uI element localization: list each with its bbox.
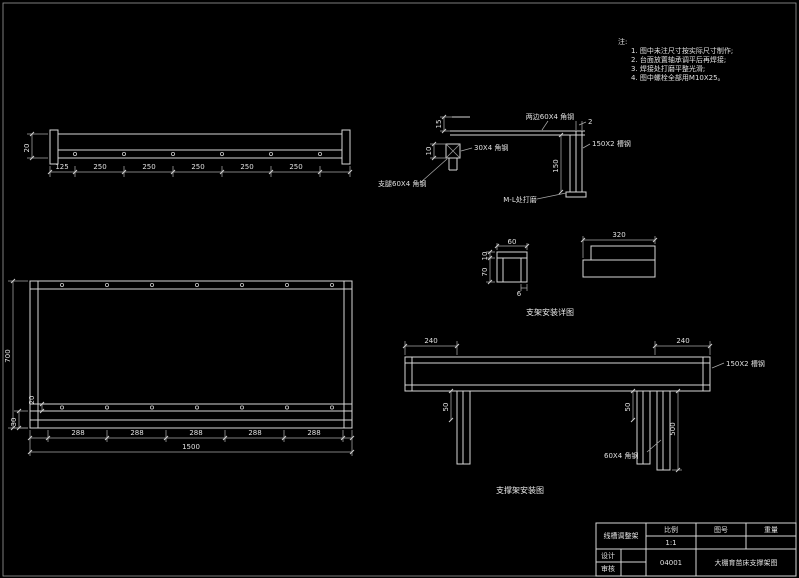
dim-20-label: 20 (23, 144, 31, 153)
view-bench-front: 240 240 50 50 500 150X2 槽钢 60X4 角钢 (402, 337, 765, 473)
dim-20-label: 20 (28, 396, 36, 405)
notes-header: 注: (618, 37, 627, 46)
label-top-angle: 两边60X4 角钢 (526, 112, 574, 121)
view-bar-detail: 320 (580, 231, 658, 278)
dim-30-label: 30 (10, 418, 18, 427)
dim-50-label: 50 (624, 403, 632, 412)
label-grind: M-L处打磨 (503, 195, 536, 204)
view-plan: 700 20 30 288 288 288 288 288 (4, 278, 355, 456)
caption-bench: 支撑架安装图 (496, 485, 544, 495)
title-block-scale-value: 1:1 (665, 539, 676, 547)
title-block-part-name: 线槽调整架 (604, 531, 639, 540)
view-section-detail: 15 10 30X4 角钢 两边60X4 角钢 2 150X2 槽钢 150 (378, 112, 631, 204)
dim-10-label: 10 (481, 252, 489, 261)
title-block: 线槽调整架 比例 图号 重量 1:1 设计 审核 04001 大棚育苗床支撑架图 (595, 522, 797, 577)
note-line: 4. 图中螺栓全部用M10X25。 (631, 73, 725, 82)
view-beam-side: 20 125 250 250 250 250 250 (23, 129, 353, 177)
dim-60-label: 60 (508, 238, 517, 246)
dim-288-label: 288 (130, 429, 143, 437)
label-leg-angle: 支腿60X4 角钢 (378, 179, 426, 188)
dim-250-label: 250 (240, 163, 253, 171)
dim-2-label: 2 (588, 118, 592, 126)
dim-250-label: 250 (191, 163, 204, 171)
label-channel-150: 150X2 槽钢 (592, 139, 631, 148)
dim-50-label: 50 (442, 403, 450, 412)
dim-1500-label: 1500 (182, 443, 200, 451)
dim-250-label: 250 (142, 163, 155, 171)
title-block-designer-label: 设计 (601, 551, 615, 560)
dim-288-label: 288 (248, 429, 261, 437)
notes-block: 注: 1. 图中未注尺寸按实际尺寸制作; 2. 台面放置轴承调平后再焊接; 3.… (618, 37, 733, 82)
dim-288-label: 288 (307, 429, 320, 437)
dim-240-label: 240 (676, 337, 689, 345)
dim-150-label: 150 (552, 159, 560, 172)
dim-125-label: 125 (55, 163, 68, 171)
dim-288-label: 288 (71, 429, 84, 437)
title-block-title: 大棚育苗床支撑架图 (715, 558, 778, 567)
dim-10-label: 10 (425, 147, 433, 156)
note-line: 1. 图中未注尺寸按实际尺寸制作; (631, 46, 733, 55)
dim-288-label: 288 (189, 429, 202, 437)
note-line: 3. 焊接处打磨平整光滑; (631, 64, 705, 73)
title-block-checker-label: 审核 (601, 564, 615, 573)
dim-320-label: 320 (612, 231, 625, 239)
title-block-drawing-no: 04001 (660, 559, 682, 567)
title-block-scale-label: 比例 (664, 525, 678, 534)
dim-250-label: 250 (289, 163, 302, 171)
label-bench-angle: 60X4 角钢 (604, 451, 638, 460)
note-line: 2. 台面放置轴承调平后再焊接; (631, 55, 726, 64)
view-pad-detail: 60 10 70 6 (481, 238, 530, 298)
caption-detail: 支架安装详图 (526, 307, 574, 317)
dim-15-label: 15 (435, 120, 443, 129)
label-angle-30: 30X4 角钢 (474, 143, 508, 152)
dim-700-label: 700 (4, 349, 12, 362)
dim-500-label: 500 (669, 422, 677, 435)
dim-6-label: 6 (517, 290, 522, 298)
dim-70-label: 70 (481, 268, 489, 277)
dim-240-label: 240 (424, 337, 437, 345)
label-bench-channel: 150X2 槽钢 (726, 359, 765, 368)
dim-250-label: 250 (93, 163, 106, 171)
title-block-sheet-label: 图号 (714, 526, 728, 534)
title-block-weight-label: 重量 (764, 526, 778, 534)
